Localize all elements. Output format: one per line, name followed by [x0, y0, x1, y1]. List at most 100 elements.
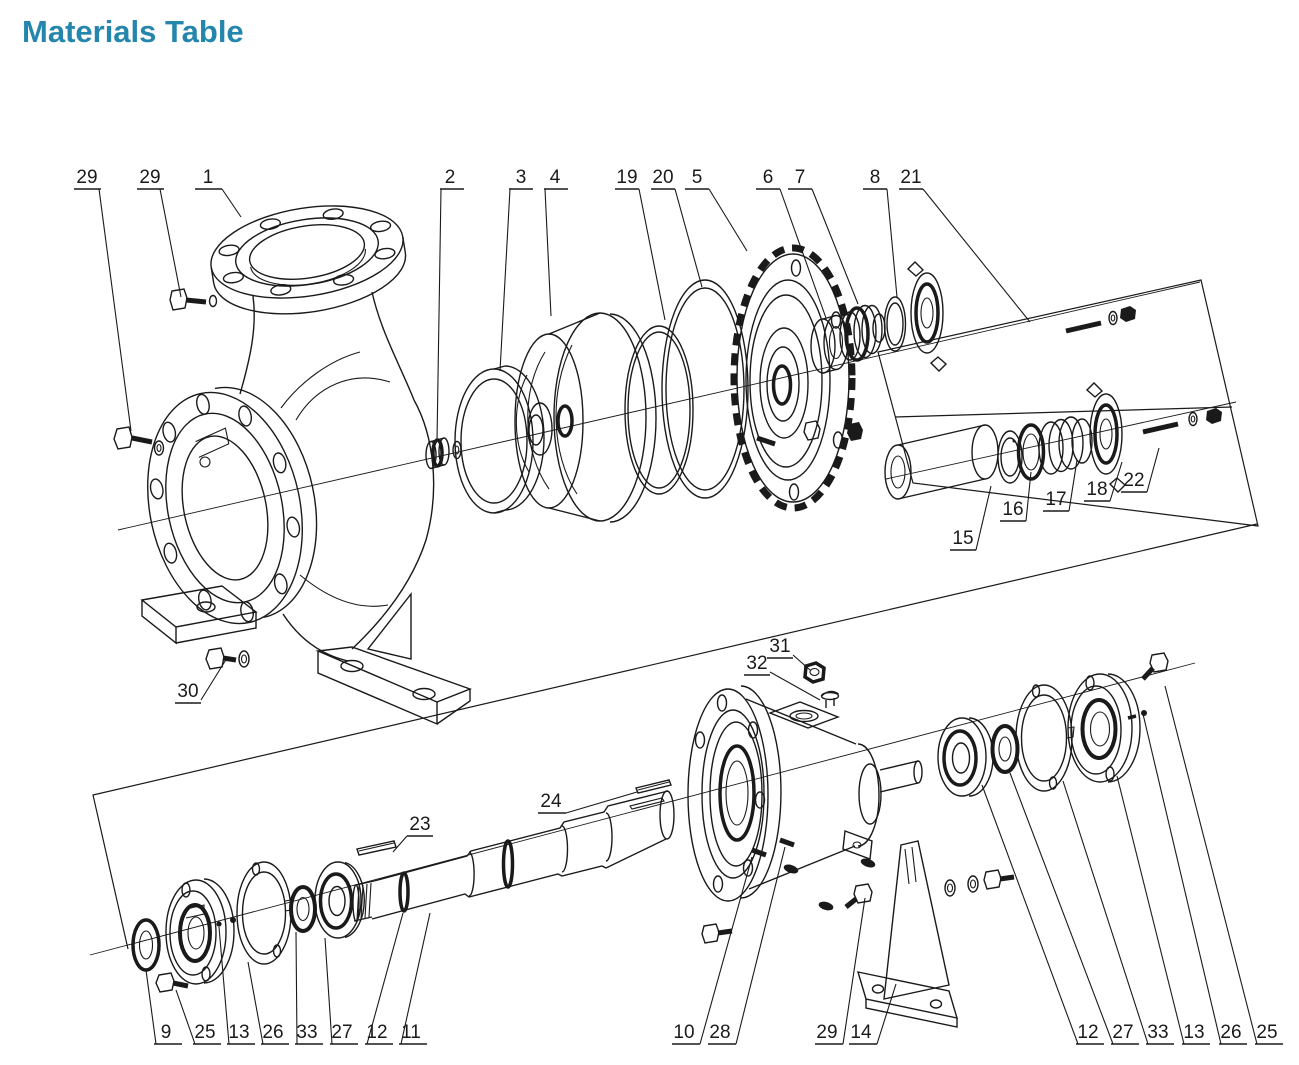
callout-25: 25 — [175, 989, 221, 1045]
callout-number: 12 — [1077, 1022, 1098, 1043]
oil-seal-left — [289, 885, 317, 933]
callout-number: 27 — [1112, 1022, 1133, 1043]
callout-33: 33 — [1062, 780, 1174, 1045]
callout-3: 3 — [499, 167, 533, 372]
upper-assembly — [113, 205, 1259, 726]
keyway — [629, 797, 665, 810]
callout-leader-line — [1146, 447, 1160, 493]
callout-leader-line — [1068, 459, 1078, 512]
pin-13b — [230, 917, 236, 923]
lower-panel — [92, 523, 1258, 950]
callout-leader-line — [811, 188, 859, 305]
callout-32: 32 — [744, 653, 821, 701]
casing-bolt-29a — [113, 426, 165, 456]
callout-leader-line — [499, 188, 511, 372]
casing-bolt-29b — [169, 288, 218, 311]
pin-13a — [216, 921, 222, 927]
callout-number: 33 — [1147, 1022, 1168, 1043]
gasket-20 — [661, 279, 749, 499]
callout-17: 17 — [1043, 459, 1078, 512]
callout-number: 30 — [177, 681, 198, 702]
key-24 — [635, 779, 672, 794]
seal-gland-18 — [1085, 382, 1127, 493]
callout-number: 5 — [692, 167, 703, 188]
callout-14: 14 — [849, 983, 897, 1045]
page-title: Materials Table — [22, 14, 244, 49]
o-ring-8 — [883, 296, 907, 352]
callout-29: 29 — [815, 897, 866, 1045]
callout-22: 22 — [1121, 447, 1160, 493]
callout-number: 23 — [409, 814, 430, 835]
neck-right-edge — [371, 291, 415, 401]
callout-13: 13 — [218, 926, 255, 1045]
callout-number: 14 — [850, 1022, 872, 1043]
callout-number: 6 — [763, 167, 774, 188]
callout-leader-line — [886, 188, 898, 298]
breather-plug-32 — [820, 690, 840, 708]
callout-number: 16 — [1002, 499, 1023, 520]
seal-kit-axis — [885, 401, 1237, 480]
callout-number: 31 — [769, 636, 790, 657]
callout-number: 9 — [161, 1022, 172, 1043]
seal-spacer — [810, 314, 849, 374]
callout-number: 1 — [203, 167, 214, 188]
gasket-right — [1015, 684, 1075, 792]
stud-set-upper — [1065, 306, 1136, 334]
o-ring-19 — [624, 325, 694, 495]
pin-right — [1141, 710, 1147, 716]
snap-ring-12a — [398, 871, 410, 913]
callout-leader-line — [708, 188, 748, 252]
callout-leader-line — [769, 671, 821, 701]
callout-23: 23 — [392, 814, 433, 853]
callout-number: 13 — [1183, 1022, 1204, 1043]
callout-7: 7 — [788, 167, 859, 305]
callout-20: 20 — [651, 167, 703, 288]
callout-25: 25 — [1164, 685, 1283, 1045]
callout-30: 30 — [175, 657, 228, 704]
bearing-cover-left — [165, 878, 235, 985]
callout-9: 9 — [145, 969, 182, 1045]
callout-number: 25 — [1256, 1022, 1277, 1043]
callout-4: 4 — [544, 167, 568, 317]
callout-number: 17 — [1045, 489, 1066, 510]
callout-leader-line — [324, 937, 333, 1045]
stud-set-22 — [1142, 408, 1222, 435]
callout-leader-line — [1142, 713, 1222, 1045]
callout-leader-line — [436, 188, 442, 442]
callout-leader-line — [975, 485, 992, 551]
callout-leader-line — [1164, 685, 1258, 1045]
callout-number: 25 — [194, 1022, 215, 1043]
callout-21: 21 — [899, 167, 1031, 323]
callout-leader-line — [200, 657, 228, 701]
callout-number: 29 — [816, 1022, 837, 1043]
callout-26: 26 — [1142, 713, 1247, 1045]
callout-number: 26 — [262, 1022, 283, 1043]
mechanical-seal — [839, 304, 886, 362]
callout-28: 28 — [708, 846, 786, 1045]
callout-leader-line — [735, 846, 786, 1045]
callout-number: 32 — [746, 653, 767, 674]
callout-number: 12 — [366, 1022, 387, 1043]
callout-leader-line — [366, 912, 404, 1045]
callout-number: 28 — [709, 1022, 730, 1043]
callout-number: 24 — [540, 791, 562, 812]
callout-number: 10 — [673, 1022, 694, 1043]
callout-number: 15 — [952, 528, 973, 549]
callout-leader-line — [145, 969, 157, 1045]
lower-centerline — [89, 662, 1196, 956]
callout-12: 12 — [981, 784, 1104, 1045]
casing-front-foot — [140, 585, 258, 645]
bearing-cover-right — [1067, 673, 1141, 783]
callout-leader-line — [842, 897, 866, 1045]
felt-ring — [131, 918, 161, 972]
callout-number: 4 — [550, 167, 561, 188]
nut-31 — [803, 661, 826, 684]
oil-seal-right — [990, 724, 1020, 774]
callout-leader-line — [876, 983, 897, 1045]
callout-1: 1 — [195, 167, 242, 218]
callout-number: 18 — [1086, 479, 1107, 500]
wear-ring — [454, 365, 545, 514]
callout-number: 19 — [616, 167, 637, 188]
callout-26: 26 — [247, 961, 289, 1045]
